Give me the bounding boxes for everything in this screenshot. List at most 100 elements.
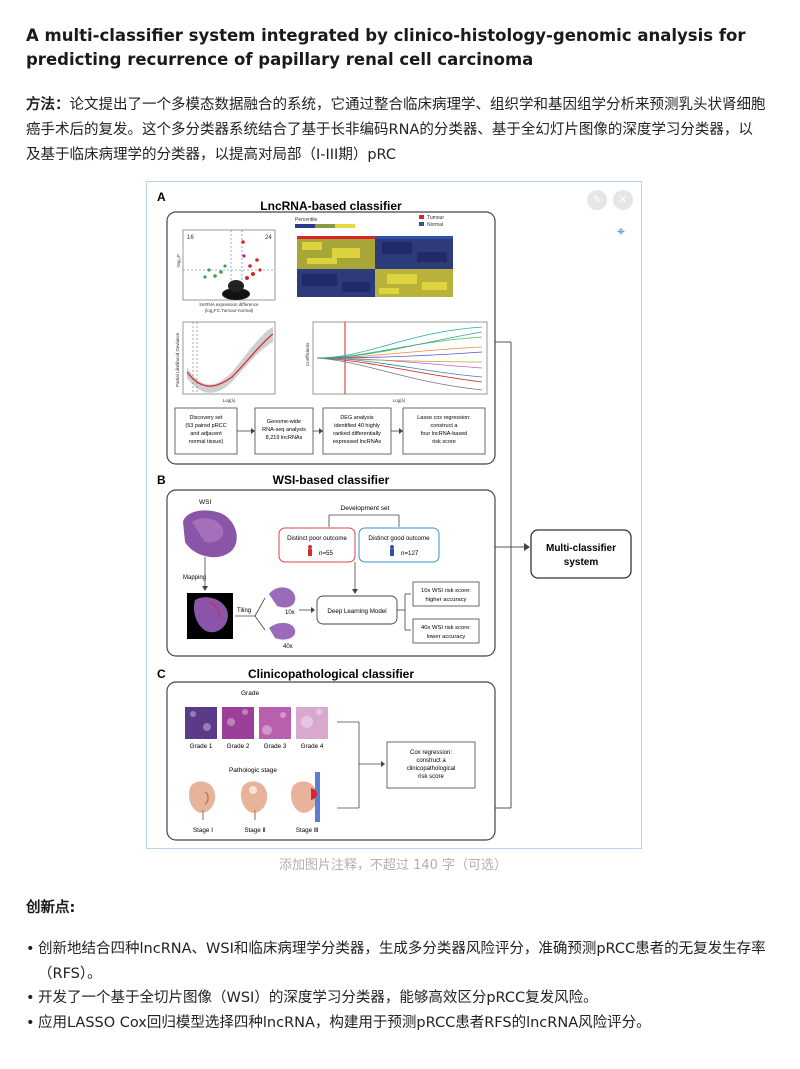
figure-toolbar: ✎ ✕: [587, 190, 633, 210]
figure-diagram: A LncRNA-based classifier 16 24 -log₁₀P …: [157, 190, 632, 841]
good-outcome-n: n=127: [401, 550, 419, 557]
multi-classifier-line-2: system: [564, 557, 599, 568]
panel-a-steps: Discovery set (53 paired pRCC and adjace…: [174, 407, 486, 455]
close-icon[interactable]: ✕: [613, 190, 633, 210]
grade-3-label: Grade 3: [264, 743, 287, 750]
grade-4-image: [296, 707, 328, 739]
mag-10x-label: 10x: [285, 610, 295, 616]
panel-a-box: [166, 211, 496, 465]
kidney-icon-stage-1: [188, 781, 216, 820]
grade-label: Grade: [241, 690, 259, 697]
stage-3-label: Stage Ⅲ: [296, 827, 319, 834]
grade-images: [185, 707, 328, 739]
method-label: 方法：: [26, 97, 70, 113]
list-item: 开发了一个基于全切片图像（WSI）的深度学习分类器，能够高效区分pRCC复发风险…: [26, 986, 766, 1011]
step-deg-box: [322, 407, 392, 455]
step-3-line-2: identified 40 highly: [334, 423, 380, 429]
stage-1-label: Stage Ⅰ: [193, 827, 213, 834]
grade-4-label: Grade 4: [301, 743, 324, 750]
kidney-icon-stage-3: [290, 772, 320, 822]
heatmap: Percentile Tumour Normal: [295, 215, 453, 297]
panel-b-title: WSI-based classifier: [273, 473, 390, 487]
list-item: 创新地结合四种lncRNA、WSI和临床病理学分类器，生成多分类器风险评分，准确…: [26, 937, 766, 986]
panel-c-letter: C: [157, 667, 166, 681]
step-1-line-1: Discovery set: [189, 415, 222, 421]
step-4-line-4: risk score: [432, 439, 456, 445]
score-40x-line-1: 40x WSI risk score:: [421, 625, 471, 631]
score-40x-box: [412, 618, 480, 644]
cox-line-2: construct a: [416, 758, 446, 764]
poor-outcome-n: n=55: [319, 550, 333, 557]
volcano-xlabel: lncRNA expression difference: [200, 302, 259, 307]
cox-line-3: clinicopathological: [407, 766, 456, 772]
article-title: A multi-classifier system integrated by …: [26, 26, 746, 69]
cox-line-4: risk score: [418, 774, 444, 780]
person-icon-poor: [308, 545, 312, 556]
panel-a-letter: A: [157, 190, 166, 204]
multi-classifier-line-1: Multi-classifier: [546, 543, 616, 554]
poor-outcome-box: [278, 527, 356, 563]
cv-ylabel: Partial Likelihood Deviance: [175, 332, 180, 387]
step-3-line-4: expressed lncRNAs: [333, 439, 382, 445]
step-4-line-2: construct a: [431, 423, 459, 429]
panel-c-title: Clinicopathological classifier: [248, 667, 414, 681]
step-2-line-1: Genome-wide: [267, 419, 301, 425]
coef-plot: Coefficients Log(λ): [305, 321, 488, 403]
multi-classifier-box: [530, 529, 632, 579]
kidney-icon-stage-2: [240, 781, 268, 820]
panel-c-box: [166, 681, 496, 841]
heatmap-percentile-label: Percentile: [295, 217, 317, 223]
step-4-line-3: four lncRNA-based: [421, 431, 467, 437]
grade-2-label: Grade 2: [227, 743, 250, 750]
grade-1-label: Grade 1: [190, 743, 213, 750]
panel-b-box: [166, 489, 496, 657]
coef-xlabel: Log(λ): [393, 398, 406, 403]
score-40x-line-2: lower accuracy: [427, 634, 466, 640]
mapping-label: Mapping: [183, 575, 206, 581]
wsi-label: WSI: [199, 499, 211, 506]
figure-image[interactable]: A LncRNA-based classifier 16 24 -log₁₀P …: [146, 181, 642, 849]
volcano-plot: 16 24 -log₁₀P lncRNA expression differen…: [176, 229, 276, 313]
volcano-left-count: 16: [187, 235, 194, 241]
list-item: 应用LASSO Cox回归模型选择四种lncRNA，构建用于预测pRCC患者RF…: [26, 1011, 766, 1036]
legend-tumour: Tumour: [427, 215, 444, 221]
tile-10x-image: [269, 587, 296, 608]
cox-line-1: Cox regression:: [410, 750, 452, 756]
grade-1-image: [185, 707, 217, 739]
development-set-label: Development set: [341, 505, 390, 512]
panel-b-letter: B: [157, 473, 166, 487]
image-edit-icon[interactable]: ✎: [587, 190, 607, 210]
step-3-line-1: DEG analysis: [340, 415, 374, 421]
innovation-list: 创新地结合四种lncRNA、WSI和临床病理学分类器，生成多分类器风险评分，准确…: [26, 937, 766, 1035]
step-lasso-box: [402, 407, 486, 455]
person-icon-good: [390, 545, 394, 556]
pathologic-stage-label: Pathologic stage: [229, 767, 277, 774]
poor-outcome-label: Distinct poor outcome: [287, 535, 347, 542]
coef-ylabel: Coefficients: [305, 342, 310, 366]
step-1-line-4: normal tissue): [189, 439, 224, 445]
volcano-xlabel-2: (log₂FC,Tumour-normal): [205, 308, 254, 313]
tiling-label: Tiling: [237, 608, 251, 614]
volcano-right-count: 24: [265, 235, 272, 241]
legend-normal-swatch: [419, 222, 424, 226]
step-4-line-1: Lasso cox regression:: [417, 415, 471, 421]
step-1-line-2: (53 paired pRCC: [185, 423, 226, 429]
grade-2-image: [222, 707, 254, 739]
step-2-line-2: RNA-seq analysis: [262, 427, 306, 433]
step-2-line-3: 8,219 lncRNAs: [266, 435, 303, 441]
image-caption-input[interactable]: 添加图片注释，不超过 140 字（可选）: [278, 858, 508, 873]
cox-regression-box: [386, 741, 476, 789]
cv-xlabel: Log(λ): [223, 398, 236, 403]
tile-40x-image: [269, 622, 296, 640]
legend-tumour-swatch: [419, 215, 424, 219]
score-10x-box: [412, 581, 480, 607]
volcano-ylabel: -log₁₀P: [176, 254, 181, 268]
method-text: 论文提出了一个多模态数据融合的系统，它通过整合临床病理学、组织学和基因组学分析来…: [26, 97, 766, 163]
panel-a-title: LncRNA-based classifier: [260, 199, 402, 213]
stage-2-label: Stage Ⅱ: [244, 827, 265, 834]
deep-learning-label: Deep Learning Model: [327, 608, 386, 615]
scan-icon[interactable]: ⌖: [617, 224, 625, 240]
good-outcome-box: [358, 527, 440, 563]
cv-plot: Partial Likelihood Deviance Log(λ): [175, 321, 276, 403]
grade-3-image: [259, 707, 291, 739]
